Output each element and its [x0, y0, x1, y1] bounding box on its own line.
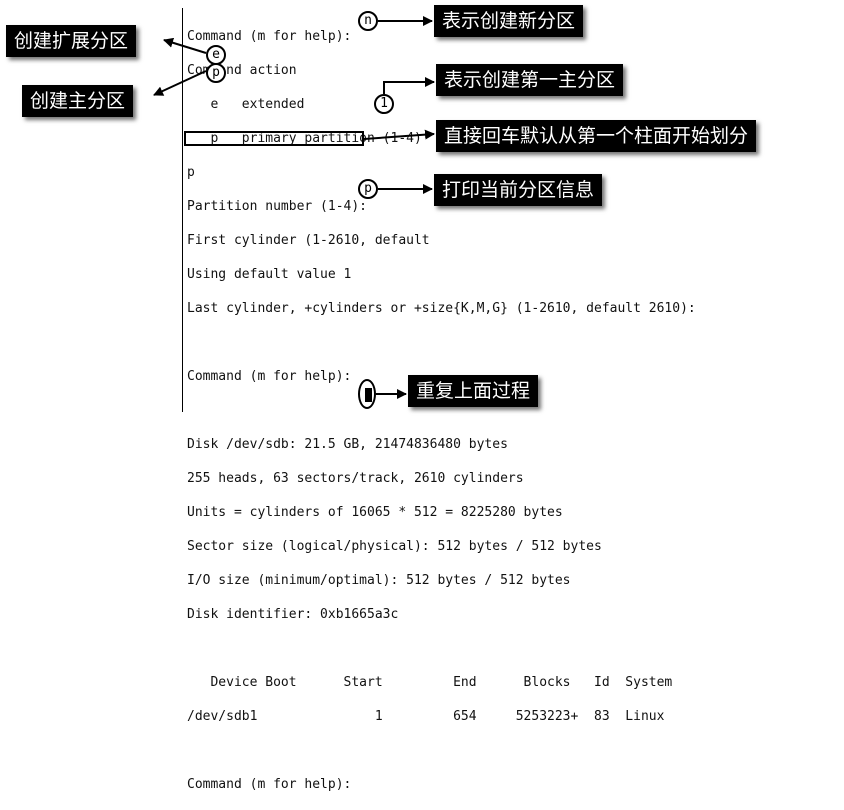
terminal-cursor — [365, 388, 372, 402]
partition-table-row: /dev/sdb1 1 654 5253223+ 83 Linux — [187, 709, 665, 724]
input-n-circle: n — [358, 11, 378, 31]
terminal-line: e extended — [187, 97, 305, 112]
terminal-line: Units = cylinders of 16065 * 512 = 82252… — [187, 505, 563, 520]
terminal-line: Command (m for help): — [187, 369, 352, 384]
terminal-line: p — [187, 165, 195, 180]
terminal-line: Disk identifier: 0xb1665a3c — [187, 607, 399, 622]
input-print-circle: p — [358, 179, 378, 199]
callout-print-partition-info: 打印当前分区信息 — [434, 174, 603, 206]
arrow-p — [153, 70, 207, 96]
partition-table-header: Device Boot Start End Blocks Id System — [187, 675, 673, 690]
option-p-circle: p — [206, 63, 226, 83]
default-value-highlight-box — [184, 131, 364, 146]
partition-number: 1 — [380, 96, 388, 111]
cursor-circle — [358, 379, 376, 409]
arrow-e — [163, 37, 207, 54]
arrow-partition-number — [383, 77, 435, 94]
blank-line — [187, 640, 696, 657]
terminal-line: First cylinder (1-2610, default — [187, 233, 430, 248]
terminal-line: Partition number (1-4): — [187, 199, 368, 214]
terminal-line: Last cylinder, +cylinders or +size{K,M,G… — [187, 301, 696, 316]
terminal-line: Command (m for help): — [187, 29, 352, 44]
partition-number-circle: 1 — [374, 94, 394, 114]
terminal-line: Using default value 1 — [187, 267, 352, 282]
left-border-line — [182, 8, 183, 412]
terminal-line: Sector size (logical/physical): 512 byte… — [187, 539, 602, 554]
blank-line — [187, 742, 696, 759]
terminal-prompt[interactable]: Command (m for help): — [187, 777, 352, 792]
callout-create-first-primary: 表示创建第一主分区 — [436, 64, 624, 96]
callout-create-extended: 创建扩展分区 — [6, 25, 137, 57]
option-e: e — [212, 47, 220, 62]
arrow-default-value — [363, 129, 435, 140]
annotation-arrows — [153, 16, 435, 399]
input-n: n — [364, 13, 372, 28]
callout-create-new-partition: 表示创建新分区 — [434, 5, 584, 37]
callout-create-primary: 创建主分区 — [22, 85, 134, 117]
terminal-line: I/O size (minimum/optimal): 512 bytes / … — [187, 573, 571, 588]
terminal-line: p primary partition (1-4) — [187, 131, 422, 146]
terminal-line: Disk /dev/sdb: 21.5 GB, 21474836480 byte… — [187, 437, 508, 452]
input-print: p — [364, 181, 372, 196]
terminal-line: 255 heads, 63 sectors/track, 2610 cylind… — [187, 471, 524, 486]
callout-repeat-above: 重复上面过程 — [408, 375, 539, 407]
callout-default-start-cylinder: 直接回车默认从第一个柱面开始划分 — [436, 120, 757, 152]
option-p: p — [212, 65, 220, 80]
